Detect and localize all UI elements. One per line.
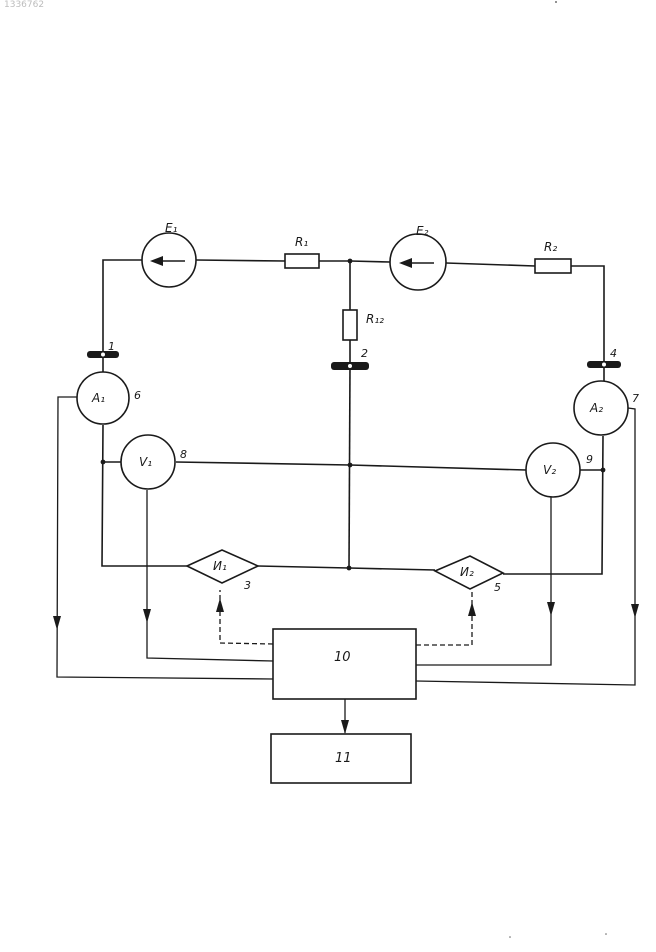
arrow-down-icon [547, 602, 555, 616]
arrow-down-icon [631, 604, 639, 618]
label-n3: 3 [244, 579, 251, 592]
label-block-11: 11 [335, 751, 352, 766]
arrow-down-icon [143, 609, 151, 623]
signal-to-i1 [220, 590, 273, 644]
label-r12: R₁₂ [366, 312, 384, 326]
terminal-4 [587, 361, 621, 368]
wire-node-e2 [350, 261, 390, 262]
wire-r2-right [571, 266, 604, 355]
label-n8: 8 [180, 448, 187, 461]
label-n4: 4 [610, 347, 617, 360]
junction-dot [101, 460, 106, 465]
arrow-up-icon [468, 602, 476, 616]
terminal-2 [331, 362, 369, 370]
signal-to-i2 [416, 591, 472, 645]
scan-speck [605, 933, 607, 935]
scan-speck [509, 936, 511, 938]
arrow-down-icon [341, 720, 349, 734]
resistor-r1 [285, 254, 319, 268]
label-a2: A₂ [589, 401, 603, 415]
label-e2: E₂ [416, 224, 429, 238]
label-r1: R₁ [295, 235, 308, 249]
label-v2: V₂ [543, 463, 556, 477]
junction-dot [348, 259, 353, 264]
label-e1: E₁ [165, 221, 178, 235]
document-number: 1336762 [4, 0, 44, 10]
label-n7: 7 [632, 392, 639, 405]
resistor-r12 [343, 310, 357, 340]
label-n1: 1 [108, 340, 115, 353]
junction-dot [347, 566, 352, 571]
source-e1 [142, 233, 196, 287]
arrow-up-icon [216, 598, 224, 612]
label-n5: 5 [494, 581, 501, 594]
signal-a1 [57, 397, 273, 679]
junction-dot [601, 468, 606, 473]
label-n9: 9 [586, 453, 593, 466]
source-e2 [390, 234, 446, 290]
label-i2: И₂ [460, 565, 474, 579]
label-i1: И₁ [213, 559, 227, 573]
label-n6: 6 [134, 389, 141, 402]
wire-e2-r2 [446, 263, 535, 266]
label-a1: A₁ [91, 391, 105, 405]
arrow-down-icon [53, 616, 61, 630]
label-block-10: 10 [334, 650, 351, 665]
label-n2: 2 [361, 347, 368, 360]
junction-dot [348, 463, 353, 468]
resistor-r2 [535, 259, 571, 273]
scan-speck [555, 1, 557, 3]
label-r2: R₂ [544, 240, 557, 254]
wire-i1-center [258, 566, 435, 570]
wire-e1-r1 [196, 260, 285, 261]
label-v1: V₁ [139, 455, 152, 469]
